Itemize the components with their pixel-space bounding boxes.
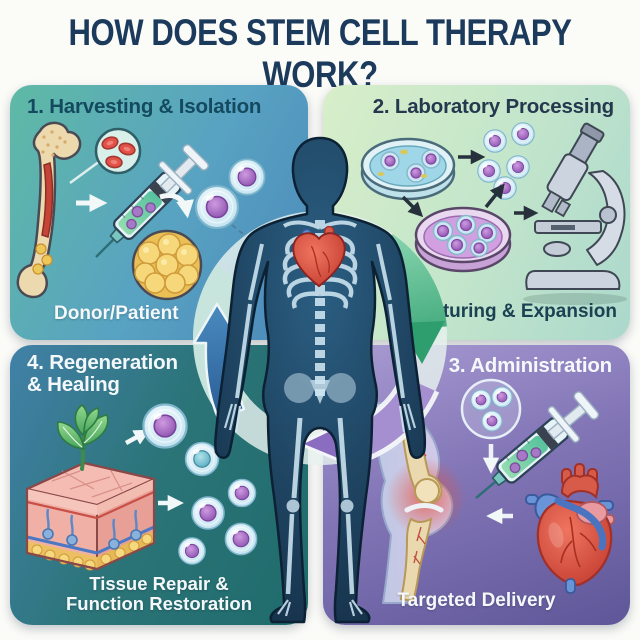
q2-caption: Culturing & Expansion	[412, 301, 617, 322]
microscope-icon	[523, 122, 627, 305]
bone-icon	[16, 121, 82, 299]
panel-laboratory-processing: 2. Laboratory Processing	[323, 85, 630, 340]
q4-heading-line1: 4. Regeneration	[27, 351, 178, 374]
q3-caption: Targeted Delivery	[397, 590, 556, 611]
q3-illustration	[372, 378, 615, 604]
q2-heading: 2. Laboratory Processing	[372, 95, 614, 118]
q4-caption-line1: Tissue Repair &	[89, 572, 229, 594]
heart-icon	[525, 463, 615, 594]
panel-harvesting-isolation: 1. Harvesting & Isolation	[10, 85, 308, 340]
q1-illustration	[16, 121, 285, 301]
petri-dish-blue-icon	[360, 137, 456, 201]
page-title: HOW DOES STEM CELL THERAPY WORK?	[68, 12, 572, 95]
q1-heading: 1. Harvesting & Isolation	[27, 95, 262, 118]
stem-cell-group-icon	[477, 122, 535, 200]
plant-sprout-icon	[57, 403, 109, 471]
q4-caption-line2: Function Restoration	[65, 593, 253, 615]
petri-dish-purple-icon	[414, 206, 512, 273]
arrow-curve-down-icon	[159, 193, 194, 219]
q1-caption: Donor/Patient	[54, 303, 179, 324]
q4-heading-line2: & Healing	[27, 373, 120, 397]
q4-heading: 4. Regeneration & Healing	[10, 345, 308, 396]
stem-cell-bubble-icon	[460, 378, 522, 440]
stem-cell-icon	[142, 403, 220, 477]
arrow-up-right-icon	[124, 429, 151, 445]
skin-tissue-block-icon	[25, 461, 156, 571]
arrow-up-right-icon	[484, 183, 505, 209]
q4-caption: Tissue Repair & Function Restoration	[10, 572, 308, 615]
blood-cells-magnifier-icon	[94, 127, 142, 175]
q3-heading: 3. Administration	[448, 354, 612, 377]
stem-cell-group-icon	[178, 478, 258, 565]
panel-regeneration-healing: 4. Regeneration & Healing	[10, 345, 308, 625]
q4-illustration	[25, 403, 258, 571]
knee-joint-icon	[372, 402, 466, 604]
fat-cell-cluster-icon	[131, 229, 203, 301]
panel-administration: 3. Administration	[323, 345, 630, 625]
